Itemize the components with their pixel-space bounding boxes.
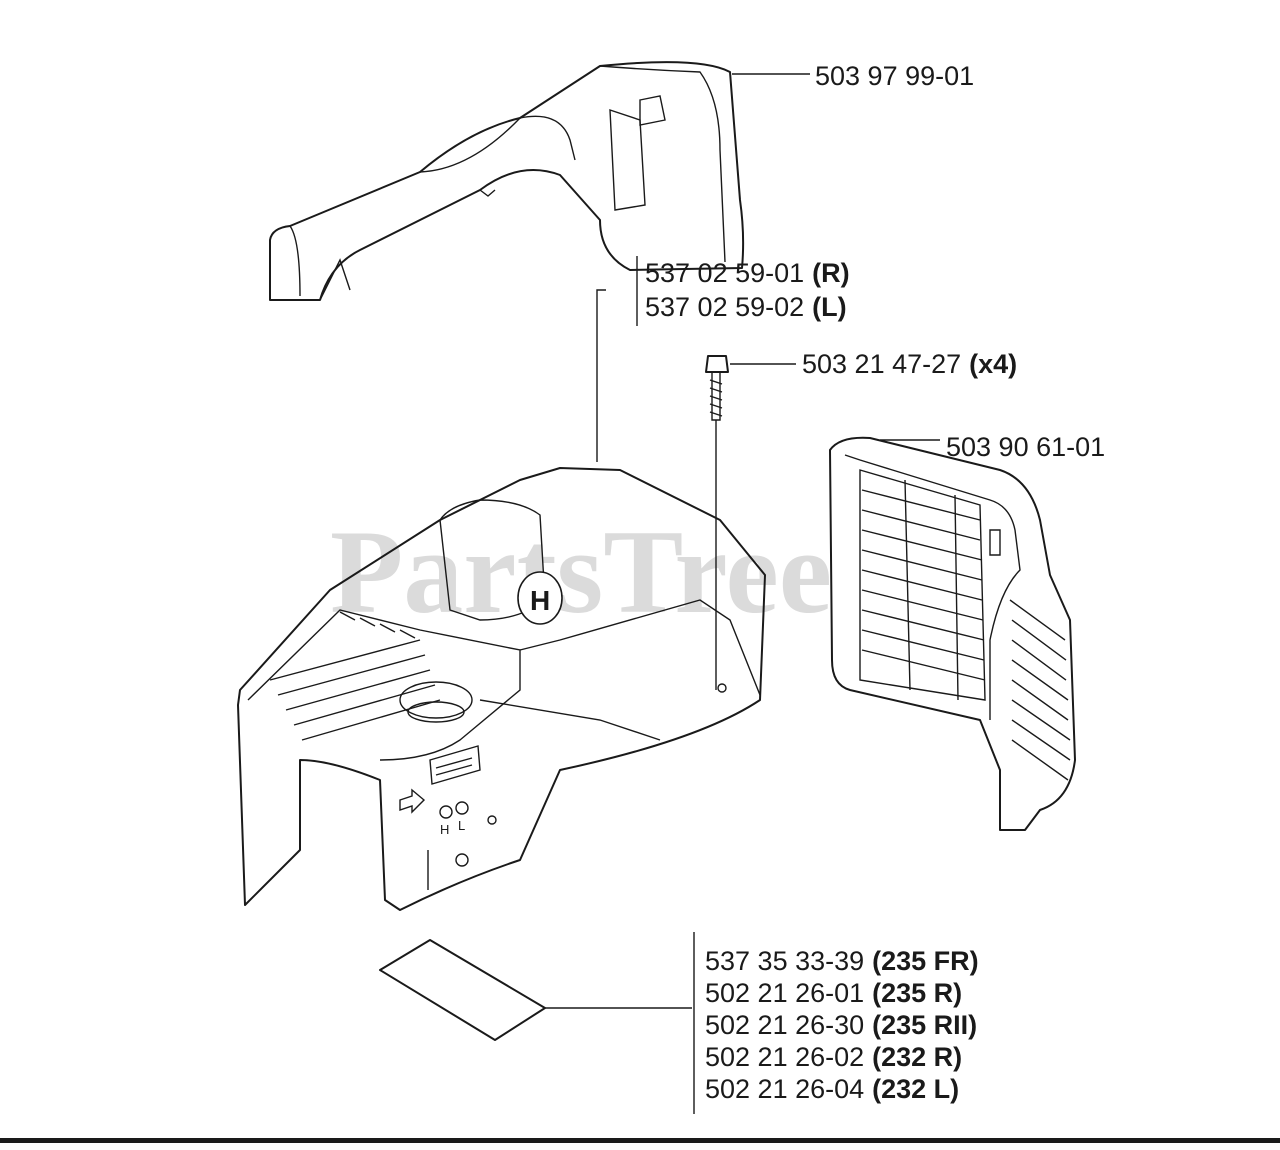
callout-decal-2: 502 21 26-01(235 R) xyxy=(705,978,962,1008)
decal-drawing[interactable] xyxy=(379,939,546,1041)
callout-top-cover: 503 97 99-01 xyxy=(815,61,974,91)
callout-decal-3: 502 21 26-30(235 RII) xyxy=(705,1010,977,1040)
logo-letter: H xyxy=(530,585,550,616)
callout-decal-1: 537 35 33-39(235 FR) xyxy=(705,946,979,976)
callout-screw: 503 21 47-27(x4) xyxy=(802,349,1017,379)
air-grille-drawing[interactable] xyxy=(829,436,1076,831)
logo-emblem: H xyxy=(517,571,563,625)
screw-drawing[interactable] xyxy=(705,355,729,690)
bottom-rule xyxy=(0,1138,1280,1143)
watermark: PartsTree xyxy=(330,505,832,638)
callout-air-grille: 503 90 61-01 xyxy=(946,432,1105,462)
callout-decal-5: 502 21 26-04(232 L) xyxy=(705,1074,959,1104)
carb-mark-l: L xyxy=(458,818,465,833)
top-cover-drawing[interactable] xyxy=(269,61,745,301)
callout-decal-4: 502 21 26-02(232 R) xyxy=(705,1042,962,1072)
callout-cylinder-cover-l: 537 02 59-02(L) xyxy=(645,292,847,322)
carb-mark-h: H xyxy=(440,822,449,837)
cylinder-cover-drawing[interactable]: H H L xyxy=(237,467,766,911)
callout-cylinder-cover-r: 537 02 59-01(R) xyxy=(645,258,850,288)
